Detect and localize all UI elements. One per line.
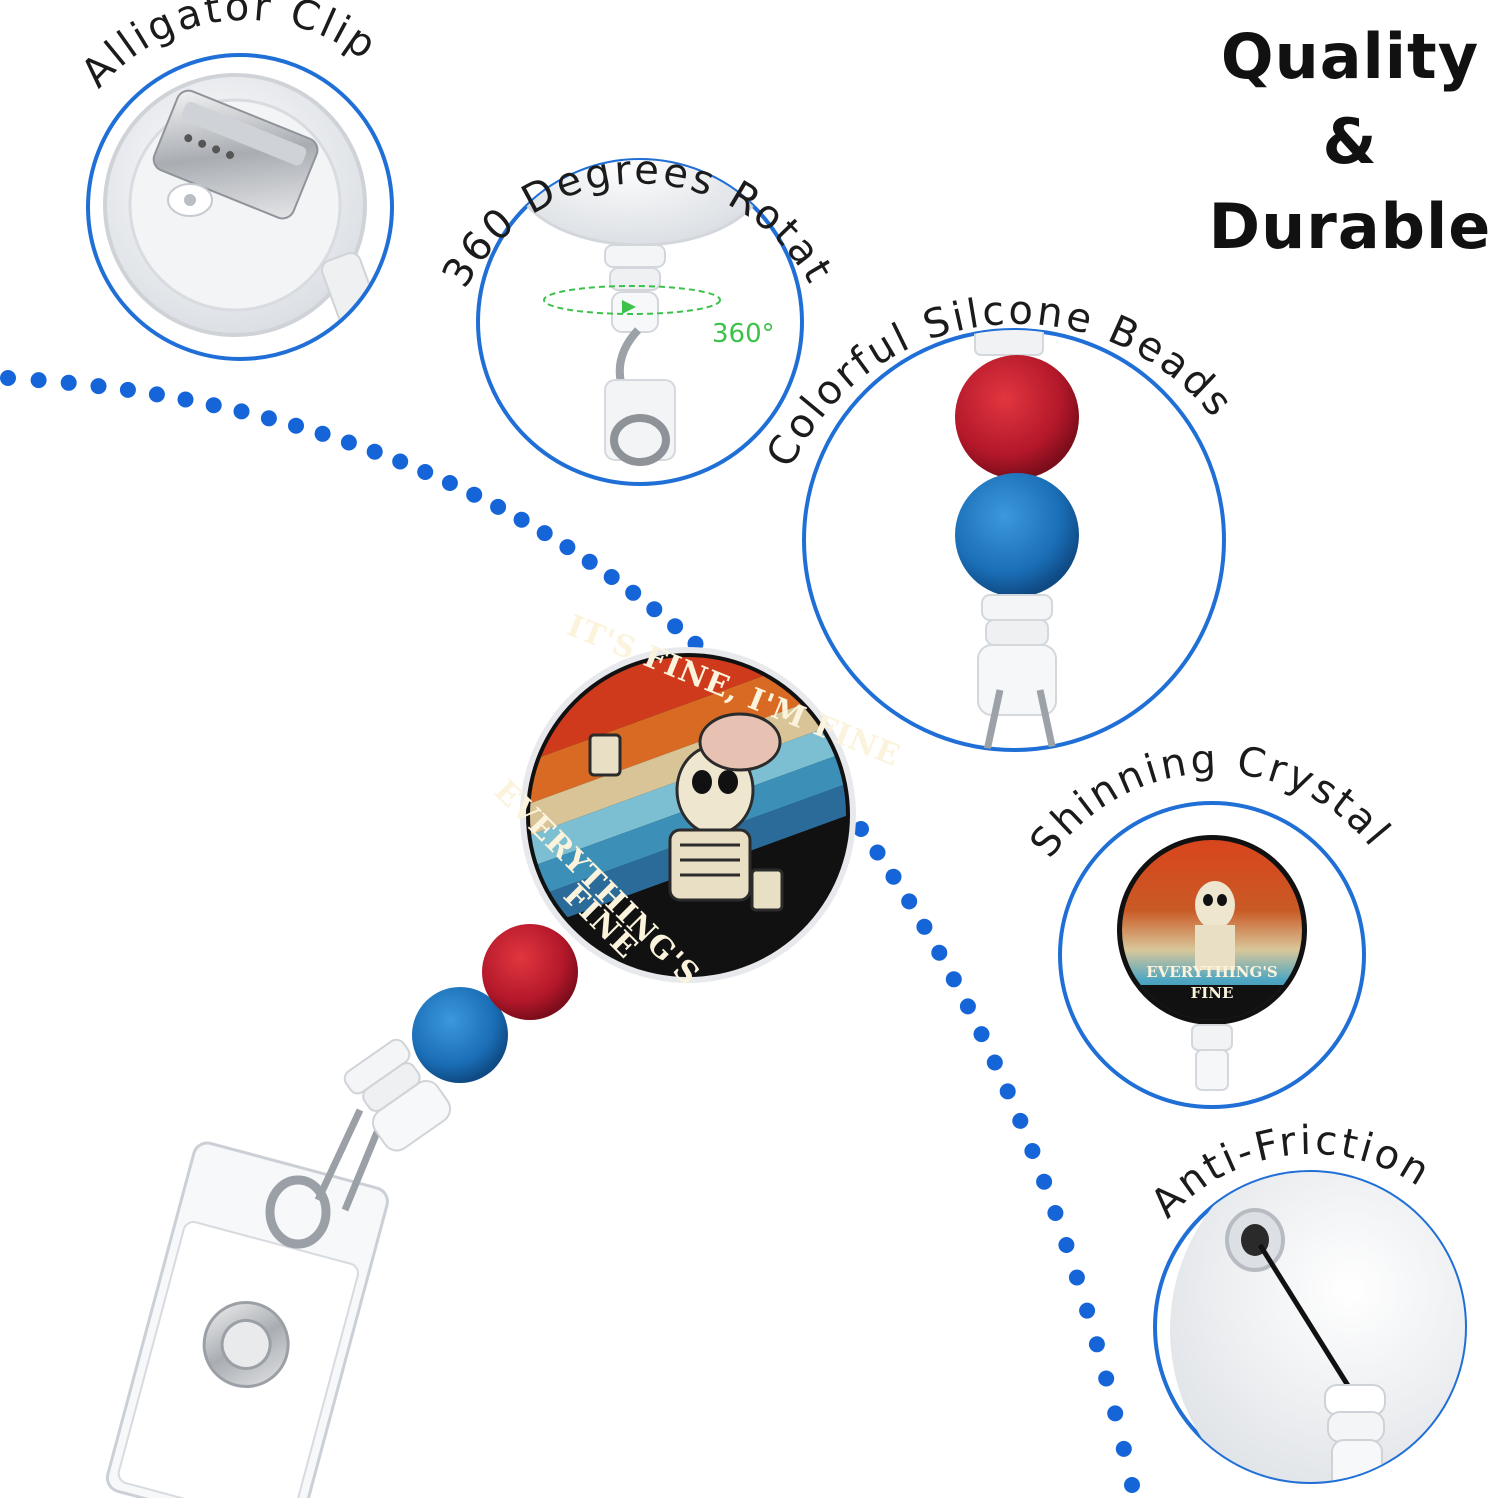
decoration-dot — [536, 525, 553, 542]
decoration-dot — [559, 539, 576, 556]
decoration-dot — [288, 417, 304, 434]
decoration-dot — [366, 443, 383, 460]
headline: Quality & Durable — [1205, 14, 1495, 269]
decoration-dot — [1098, 1370, 1115, 1387]
decoration-dot — [1107, 1405, 1124, 1422]
decoration-dot — [260, 410, 277, 427]
decoration-dot — [945, 971, 962, 988]
decoration-dot — [869, 844, 886, 861]
decoration-dot — [625, 584, 642, 601]
decoration-dot — [931, 944, 948, 961]
decoration-dot — [1036, 1173, 1053, 1190]
alligator-clip-callout: Alligator Clip — [73, 0, 394, 361]
decoration-dot — [177, 391, 194, 408]
decoration-dot — [0, 370, 16, 386]
decoration-dot — [1079, 1302, 1096, 1319]
badge-clip-card — [105, 1141, 389, 1502]
decoration-dot — [1088, 1336, 1105, 1353]
anti-friction-callout: Anti-Friction — [1142, 1118, 1467, 1484]
dotted-arc-decoration — [0, 370, 1140, 1493]
decoration-dot — [986, 1054, 1003, 1071]
decoration-dot — [853, 821, 869, 837]
decoration-dot — [1024, 1143, 1041, 1159]
decoration-dot — [490, 498, 507, 515]
crystal-callout: EVERYTHING'S FINE Shinning Crystal — [1021, 737, 1397, 1109]
decoration-dot — [466, 486, 483, 503]
decoration-dot — [119, 381, 136, 398]
decoration-dot — [1047, 1205, 1064, 1221]
decoration-dot — [581, 553, 598, 570]
decoration-dot — [30, 372, 47, 389]
decoration-dot — [916, 918, 933, 935]
beads-callout: Colorful Silcone Beads — [758, 288, 1240, 752]
decoration-dot — [392, 453, 409, 470]
decoration-dot — [1124, 1477, 1140, 1493]
decoration-dot — [340, 434, 357, 451]
decoration-dot — [973, 1026, 990, 1043]
decoration-dot — [205, 397, 222, 414]
decoration-dot — [646, 601, 663, 618]
headline-line-quality: Quality — [1220, 20, 1480, 93]
decoration-dot — [667, 618, 684, 635]
decoration-dot — [1012, 1112, 1029, 1129]
headline-line-durable: Durable — [1208, 190, 1492, 263]
decoration-dot — [1068, 1269, 1085, 1286]
decoration-dot — [959, 998, 976, 1015]
decoration-dot — [233, 403, 250, 420]
decoration-dot — [441, 475, 458, 491]
decoration-dot — [513, 511, 530, 528]
crystal-badge-line2: EVERYTHING'S — [1146, 963, 1278, 981]
badge-reel-main: IT'S FINE, I'M FINE EVERYTHING'S FINE — [105, 608, 905, 1502]
headline-line-ampersand: & — [1322, 105, 1378, 178]
decoration-dot — [901, 893, 918, 910]
rotate-degrees-label: 360° — [712, 319, 775, 349]
decoration-dot — [1115, 1440, 1132, 1457]
decoration-dot — [1058, 1237, 1075, 1253]
decoration-dot — [999, 1083, 1016, 1100]
decoration-dot — [885, 868, 902, 885]
decoration-dot — [148, 386, 165, 403]
decoration-dot — [314, 425, 331, 442]
decoration-dot — [417, 464, 434, 480]
crystal-badge-line3: FINE — [1191, 984, 1234, 1002]
decoration-dot — [90, 378, 107, 395]
decoration-dot — [60, 374, 77, 391]
decoration-dot — [603, 569, 620, 585]
